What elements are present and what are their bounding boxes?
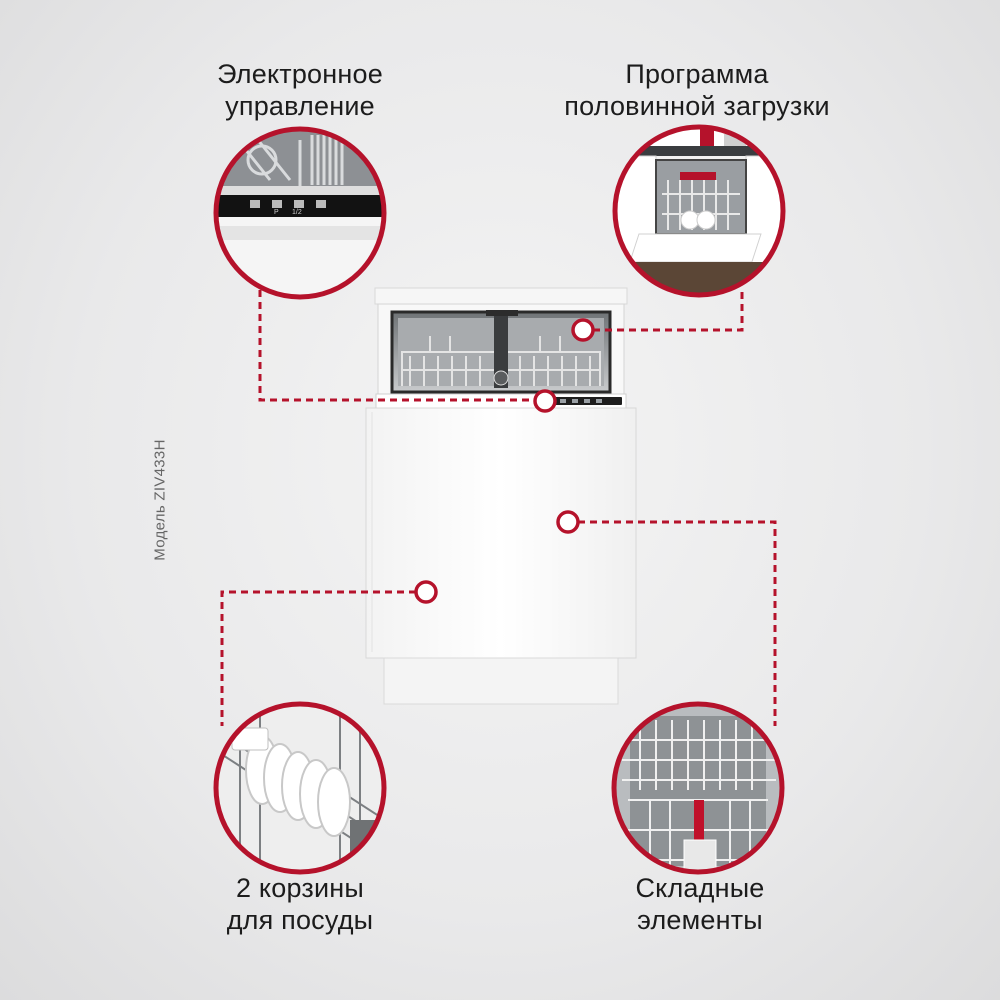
control-panel-icon: P 1/2 <box>213 126 387 300</box>
caption-folding-elements: Складные элементы <box>585 872 815 936</box>
caption-line: элементы <box>637 905 763 935</box>
hotspot-folding-elements[interactable] <box>556 510 580 534</box>
dishwasher-door <box>365 407 637 659</box>
connector-electronic-control <box>258 290 536 402</box>
hotspot-markers <box>414 318 595 604</box>
caption-line: для посуды <box>226 905 374 935</box>
caption-line: половинной загрузки <box>564 91 830 121</box>
basket-interior-icon <box>611 701 785 875</box>
caption-line: Складные <box>635 873 765 903</box>
plates-basket-icon <box>213 701 387 875</box>
panel-symbol-half: 1/2 <box>292 209 302 216</box>
hotspot-two-baskets[interactable] <box>414 580 438 604</box>
kitchen-dishwasher-icon <box>612 124 786 298</box>
dishwasher-illustration <box>365 287 637 705</box>
caption-two-baskets: 2 корзины для посуды <box>190 872 410 936</box>
connector-lines <box>220 290 777 726</box>
dishwasher-plinth <box>383 657 619 705</box>
model-label: Модель ZIV433H <box>151 439 169 561</box>
hotspot-electronic-control[interactable] <box>533 389 557 413</box>
panel-symbol-p: P <box>274 209 279 216</box>
caption-line: управление <box>225 91 375 121</box>
caption-electronic-control: Электронное управление <box>190 58 410 122</box>
hotspot-half-load[interactable] <box>571 318 595 342</box>
connector-two-baskets <box>220 590 416 726</box>
caption-line: 2 корзины <box>236 873 364 903</box>
caption-line: Электронное <box>217 59 383 89</box>
caption-line: Программа <box>625 59 769 89</box>
caption-half-load: Программа половинной загрузки <box>522 58 872 122</box>
connector-half-load <box>590 292 744 332</box>
connector-folding-elements <box>578 520 777 726</box>
